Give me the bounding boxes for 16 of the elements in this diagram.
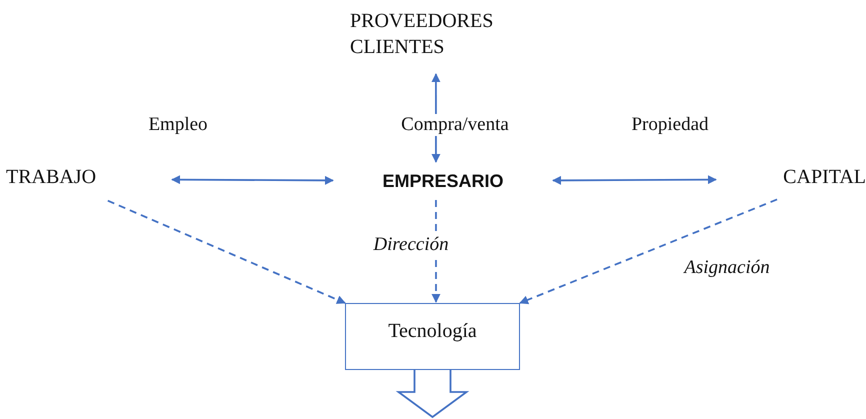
edge-label: Empleo (146, 114, 210, 136)
dashed-arrow (519, 198, 778, 304)
node-label: PROVEEDORES CLIENTES (350, 9, 494, 60)
edge-label: Propiedad (629, 114, 711, 136)
process-box (345, 303, 520, 370)
node-label: Tecnología (388, 319, 477, 344)
edge-label: Dirección (371, 234, 451, 256)
edge-label: Compra/venta (399, 114, 511, 136)
role-label: EMPRESARIO (382, 170, 504, 193)
node-label: CAPITAL (783, 165, 866, 190)
arrow (552, 175, 717, 185)
arrow (171, 175, 334, 185)
block-arrow (396, 369, 470, 418)
node-label: TRABAJO (6, 165, 96, 190)
edge-label: Asignación (682, 257, 772, 279)
dashed-arrow (107, 200, 346, 304)
